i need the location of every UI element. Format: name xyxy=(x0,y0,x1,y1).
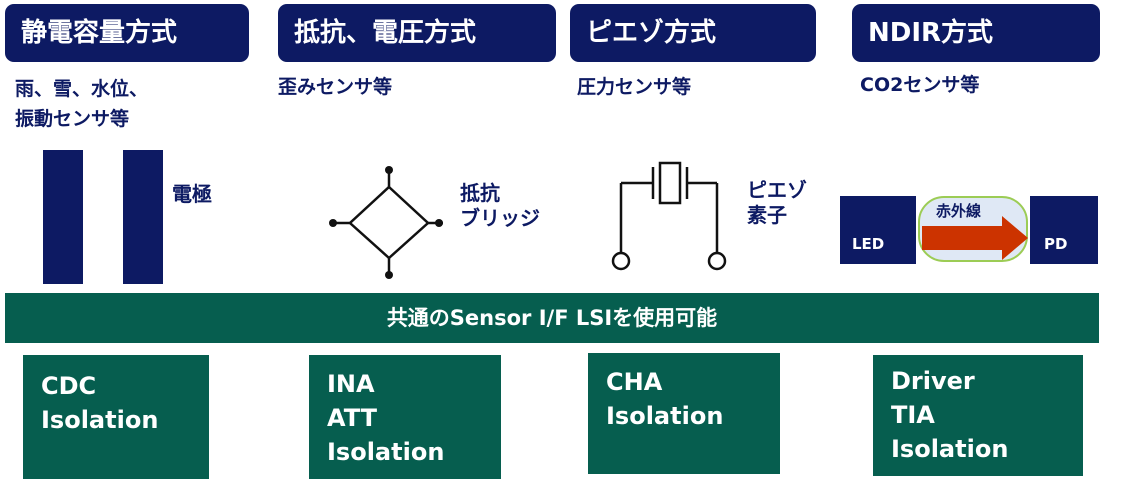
shared-lsi-banner: 共通のSensor I/F LSIを使用可能 xyxy=(5,293,1099,343)
infrared-label: 赤外線 xyxy=(936,202,982,220)
function-block-ndir: Driver TIA Isolation xyxy=(873,355,1083,476)
led-label: LED xyxy=(852,235,885,253)
method-header-capacitive: 静電容量方式 xyxy=(5,4,249,62)
applications-piezo: 圧力センサ等 xyxy=(577,76,692,98)
electrode-left xyxy=(43,150,83,284)
applications-capacitive: 雨、雪、水位、 振動センサ等 xyxy=(15,78,149,130)
method-header-resistive: 抵抗、電圧方式 xyxy=(278,4,556,62)
applications-resistive: 歪みセンサ等 xyxy=(278,76,393,98)
method-header-piezo: ピエゾ方式 xyxy=(570,4,816,62)
led-box: LED xyxy=(840,196,916,264)
function-block-piezo: CHA Isolation xyxy=(588,353,780,474)
electrode-label: 電極 xyxy=(172,182,212,206)
bridge-label: 抵抗 ブリッジ xyxy=(460,181,540,230)
function-block-capacitive: CDC Isolation xyxy=(23,355,209,479)
function-block-resistive: INA ATT Isolation xyxy=(309,355,501,479)
infrared-arrow-icon xyxy=(922,216,1028,260)
resistor-bridge-icon xyxy=(329,166,443,279)
method-header-ndir: NDIR方式 xyxy=(852,4,1100,62)
applications-ndir: CO2センサ等 xyxy=(860,74,980,96)
electrode-right xyxy=(123,150,163,284)
piezo-element-icon xyxy=(611,161,727,271)
pd-label: PD xyxy=(1044,235,1068,253)
pd-box: PD xyxy=(1030,196,1098,264)
piezo-label: ピエゾ 素子 xyxy=(747,178,807,227)
